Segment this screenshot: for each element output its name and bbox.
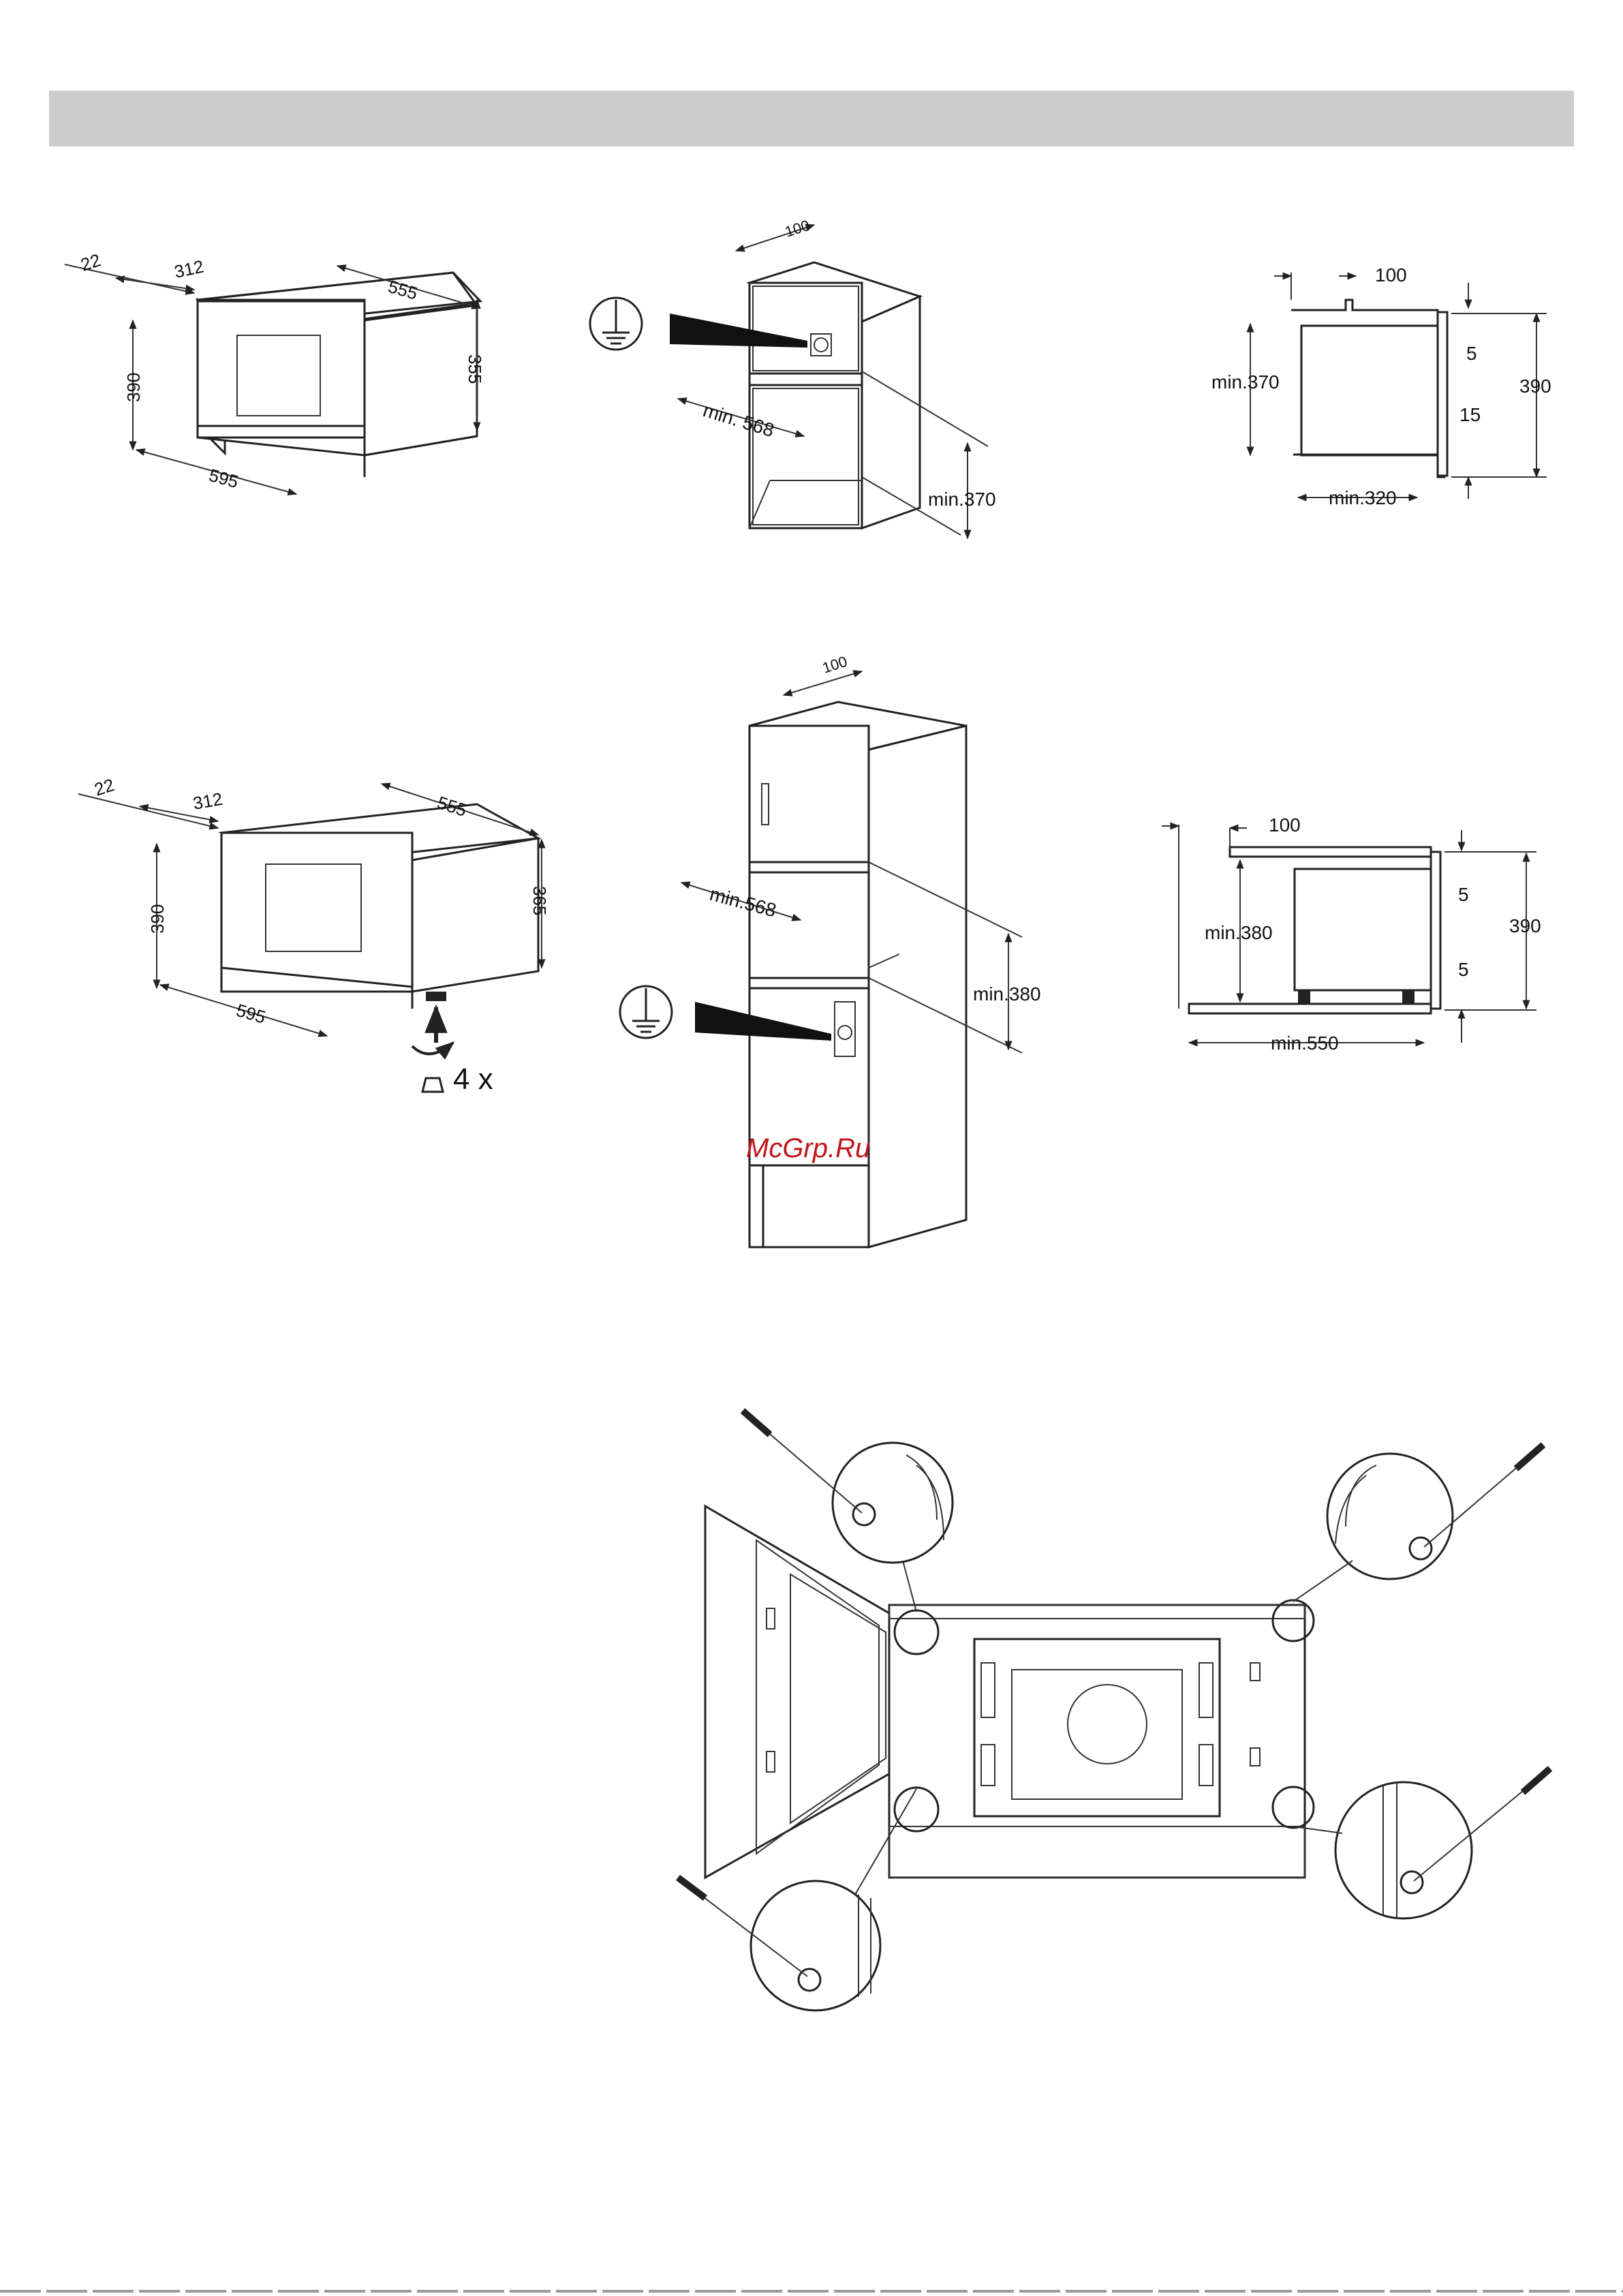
dim-390: 390 (1509, 915, 1541, 936)
dim-22: 22 (92, 774, 117, 799)
dim-15: 15 (1459, 404, 1481, 425)
dim-5-bottom: 5 (1458, 959, 1469, 980)
dim-355: 355 (465, 354, 485, 384)
dim-595: 595 (206, 465, 241, 492)
dim-595: 595 (234, 1000, 268, 1028)
dim-100: 100 (1375, 264, 1407, 286)
dim-365: 365 (529, 886, 550, 915)
dim-312: 312 (172, 256, 206, 282)
dim-min-370: min.370 (928, 489, 996, 510)
watermark: McGrp.Ru (746, 1133, 870, 1163)
dim-100: 100 (1269, 814, 1301, 836)
feet-count: 4 x (453, 1062, 493, 1096)
dim-390: 390 (123, 373, 144, 402)
side-section-diagram-2: 100 min.380 5 5 390 min.550 (1162, 814, 1541, 1054)
screw-fixing-diagram (678, 1411, 1550, 2010)
dim-100: 100 (820, 653, 850, 677)
dim-5: 5 (1466, 343, 1477, 364)
dim-min-550: min.550 (1271, 1032, 1339, 1054)
dim-min-320: min.320 (1329, 487, 1397, 508)
dim-min-380: min.380 (1205, 922, 1273, 943)
dim-390: 390 (1519, 376, 1551, 397)
side-section-diagram-1: 100 min.370 5 15 390 min.320 (1211, 264, 1551, 508)
cabinet-diagram-1: 100 min. 568 min.370 (590, 217, 996, 538)
dim-312: 312 (191, 789, 224, 814)
oven-dimensions-diagram: 22 312 555 390 355 595 (65, 249, 485, 494)
dim-min-370: min.370 (1211, 371, 1280, 393)
dim-min-380: min.380 (973, 983, 1041, 1005)
oven-with-feet-diagram: 4 x 22 312 555 390 365 595 (78, 774, 550, 1096)
dim-22: 22 (78, 249, 104, 275)
dim-100: 100 (783, 217, 812, 241)
dim-5-top: 5 (1458, 884, 1469, 905)
dim-390: 390 (147, 904, 168, 934)
